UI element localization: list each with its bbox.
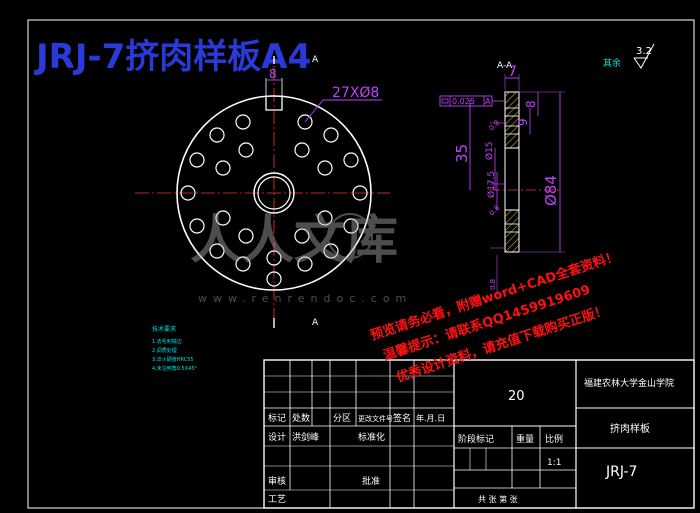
roughness-note: 其余 — [603, 57, 621, 69]
key-slot — [265, 96, 283, 111]
small-dim-3: 0.8 — [489, 279, 497, 290]
tb-mark: 标记 — [268, 412, 286, 424]
tb-weight: 重量 — [516, 433, 534, 445]
watermark: 人人文库 www.renrendoc.com — [190, 211, 412, 305]
watermark-logo-icon — [327, 213, 373, 259]
tb-design: 设计 — [268, 431, 286, 443]
roughness-symbol: 其余 3.2 — [603, 43, 655, 69]
title-block-text: 标记 处数 分区 更改文件号 签名 年.月.日 设计 洪剑峰 标准化 审核 工艺… — [268, 377, 674, 505]
perforation-holes — [180, 114, 368, 287]
flatness-datum: A — [485, 97, 491, 106]
section-view-label: A-A — [497, 61, 513, 71]
drawing-title: JRJ-7挤肉样板A4 — [34, 37, 311, 77]
tb-sheet: 共 张 第 张 — [478, 494, 518, 504]
tech-req-item: 3.淬火硬度HRC55 — [152, 356, 194, 363]
tech-req-item: 4.未注倒角0.5X45° — [152, 365, 198, 372]
front-view: 27XØ8 8 A A — [135, 55, 390, 328]
tech-req-item: 1.去毛刺锐边 — [152, 338, 182, 345]
tb-process: 工艺 — [268, 494, 286, 505]
section-label-top: A — [312, 55, 319, 65]
small-dim-2: 0.8 — [488, 204, 502, 218]
thickness-dim: 7 — [508, 64, 517, 80]
tb-approve: 批准 — [362, 475, 380, 487]
roughness-value: 3.2 — [636, 46, 652, 57]
tech-req-item: 2.调质处理 — [152, 347, 177, 354]
tb-scale: 1:1 — [547, 458, 561, 468]
dim-8: 8 — [524, 100, 538, 108]
flatness-icon — [441, 98, 449, 104]
holes-callout: 27XØ8 — [332, 85, 379, 101]
promo-notes: 预览请务必看，附赠word+CAD全套资料！ 温馨提示：请联系QQ1459919… — [368, 248, 620, 386]
tb-drawing-no: JRJ-7 — [605, 464, 637, 480]
technical-requirements: 技术要求 1.去毛刺锐边 2.调质处理 3.淬火硬度HRC55 4.未注倒角0.… — [152, 325, 198, 372]
tb-school: 福建农林大学金山学院 — [584, 377, 674, 389]
hub-inner-circle — [257, 176, 291, 210]
dim-84: Ø84 — [542, 175, 560, 206]
slot-width-dim: 8 — [269, 67, 277, 81]
title-block — [263, 359, 695, 509]
tb-review: 审核 — [268, 475, 286, 487]
dim-17-5: Ø17.5 — [486, 171, 497, 198]
dim-9: 9 — [516, 118, 530, 126]
roughness-check-icon — [633, 43, 655, 69]
section-bore — [504, 147, 520, 211]
section-view: A-A 7 0.025 A 35 — [439, 61, 565, 295]
tb-standard: 标准化 — [358, 431, 385, 443]
tb-quantity: 20 — [508, 389, 525, 404]
tb-zone: 分区 — [333, 413, 351, 424]
tb-count: 处数 — [292, 412, 310, 424]
watermark-logo-text: 人人文库 — [190, 211, 398, 271]
tb-stage: 阶段标记 — [458, 433, 494, 445]
flatness-tolerance: 0.025 — [452, 97, 475, 106]
watermark-url: www.renrendoc.com — [198, 292, 412, 305]
dim-35: 35 — [453, 144, 471, 163]
small-dim-1: 0.8 — [488, 119, 502, 133]
dim-15: Ø15 — [484, 141, 495, 160]
tb-ratio: 比例 — [545, 433, 563, 445]
tb-date: 年.月.日 — [416, 413, 445, 423]
plate-outer-circle — [176, 95, 372, 291]
tb-designer: 洪剑峰 — [292, 431, 319, 443]
section-label-bottom: A — [312, 318, 319, 328]
tb-doc-no: 更改文件号 — [358, 414, 393, 423]
tech-req-heading: 技术要求 — [152, 325, 176, 333]
tb-part-name: 挤肉样板 — [610, 422, 650, 435]
section-hatch-lower — [504, 209, 520, 253]
hub-outer-circle — [253, 172, 295, 214]
tb-sign: 签名 — [393, 412, 411, 424]
